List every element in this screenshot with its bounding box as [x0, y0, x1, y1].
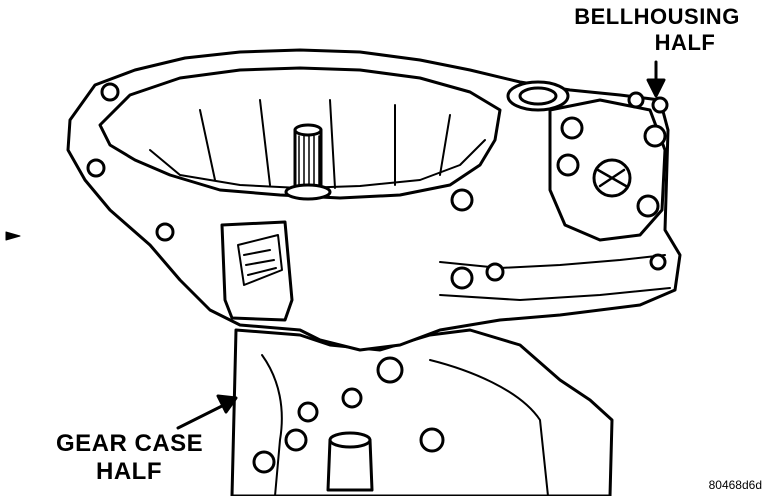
bolt-boss: [627, 91, 645, 109]
gearcase-leader-line: [176, 402, 228, 430]
bolt-boss: [100, 82, 120, 102]
bolt-boss: [649, 253, 667, 271]
gear-case-half-label: GEAR CASE HALF: [56, 432, 242, 484]
bellhousing-half-label: BELLHOUSING HALF: [548, 6, 766, 54]
input-shaft-splines: [298, 135, 320, 191]
input-shaft-base: [284, 183, 332, 201]
case-split-line: [439, 254, 671, 301]
leader-arrows: [176, 60, 666, 430]
figure-id: 80468d6d: [708, 478, 762, 492]
gearcase-arrowhead: [216, 394, 238, 414]
bolt-boss: [86, 158, 106, 178]
bolt-boss: [560, 116, 584, 140]
bolt-bosses: [86, 82, 669, 474]
bellhousing-ribs: [199, 99, 451, 189]
margin-mark: [5, 231, 21, 241]
gear-case-stud-top: [328, 431, 372, 449]
seal-bore-inner: [518, 86, 558, 106]
bolt-boss: [252, 450, 276, 474]
gearcase-label-line1: GEAR CASE: [56, 430, 204, 457]
bellhousing-arrowhead: [646, 78, 666, 98]
bolt-boss: [376, 356, 404, 384]
bellhousing-label-line1: BELLHOUSING: [574, 4, 740, 29]
bolt-boss: [643, 124, 667, 148]
fill-plug-slot: [596, 168, 628, 188]
side-window-gears: [237, 234, 283, 286]
gear-case-inner-contour: [261, 354, 549, 496]
bolt-boss: [419, 427, 445, 453]
bolt-boss: [450, 266, 474, 290]
bolt-boss: [651, 96, 669, 114]
bolt-boss: [284, 428, 308, 452]
bolt-boss: [297, 401, 319, 423]
bolt-boss: [485, 262, 505, 282]
input-shaft-tip: [293, 123, 323, 137]
bellhousing-cavity-rim: [149, 139, 486, 189]
side-window: [220, 220, 294, 322]
gearcase-label-line2: HALF: [96, 458, 162, 485]
bolt-boss: [450, 188, 474, 212]
bellhousing-label-line2: HALF: [654, 30, 716, 55]
bolt-boss: [636, 194, 660, 218]
bolt-boss: [341, 387, 363, 409]
gear-case-housing: [230, 328, 614, 496]
bolt-boss: [556, 153, 580, 177]
bolt-boss: [155, 222, 175, 242]
